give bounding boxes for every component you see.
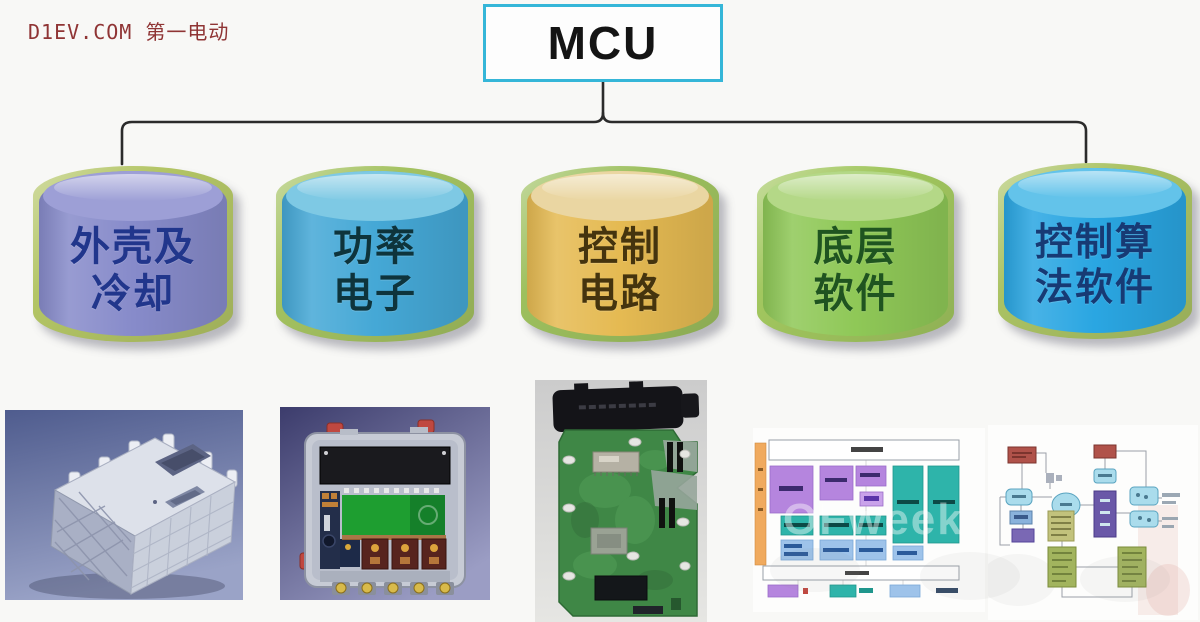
cylinder-top-face bbox=[767, 171, 944, 221]
brand-watermark: D1EV.COM 第一电动 bbox=[28, 20, 230, 44]
branch-label: 控制算法软件 bbox=[1034, 222, 1155, 309]
cylinder-top-face bbox=[286, 171, 464, 221]
branch-cylinder-base-software: 底层软件 bbox=[757, 166, 954, 342]
housing-cad-image bbox=[5, 410, 243, 600]
sw-architecture-image: OFweek bbox=[753, 428, 985, 612]
branch-label: 功率电子 bbox=[333, 225, 417, 317]
photo-power-electronics-module bbox=[280, 407, 490, 600]
photo-control-algorithm-diagram bbox=[988, 425, 1198, 620]
algorithm-diagram-image bbox=[988, 425, 1198, 620]
photo-housing-cad-render bbox=[5, 410, 243, 600]
ofweek-watermark: OFweek bbox=[783, 495, 964, 544]
pcb-image bbox=[535, 380, 707, 622]
mcu-root-node: MCU bbox=[483, 4, 723, 82]
cylinder-top-face bbox=[43, 171, 223, 221]
branch-label: 控制电路 bbox=[578, 225, 662, 317]
branch-cylinder-control-circuit: 控制电路 bbox=[521, 166, 719, 342]
cylinder-top-face bbox=[1008, 168, 1182, 218]
branch-label: 底层软件 bbox=[813, 225, 898, 317]
branch-label: 外壳及冷却 bbox=[70, 225, 196, 317]
photo-software-architecture-diagram: OFweek bbox=[753, 428, 985, 612]
photo-control-circuit-board bbox=[535, 380, 707, 622]
power-module-image bbox=[280, 407, 490, 600]
branch-cylinder-power-electronics: 功率电子 bbox=[276, 166, 474, 342]
cylinder-top-face bbox=[531, 171, 709, 221]
branch-cylinder-housing-cooling: 外壳及冷却 bbox=[33, 166, 233, 342]
mcu-root-label: MCU bbox=[547, 17, 659, 69]
branch-cylinder-control-algorithm: 控制算法软件 bbox=[998, 163, 1192, 339]
